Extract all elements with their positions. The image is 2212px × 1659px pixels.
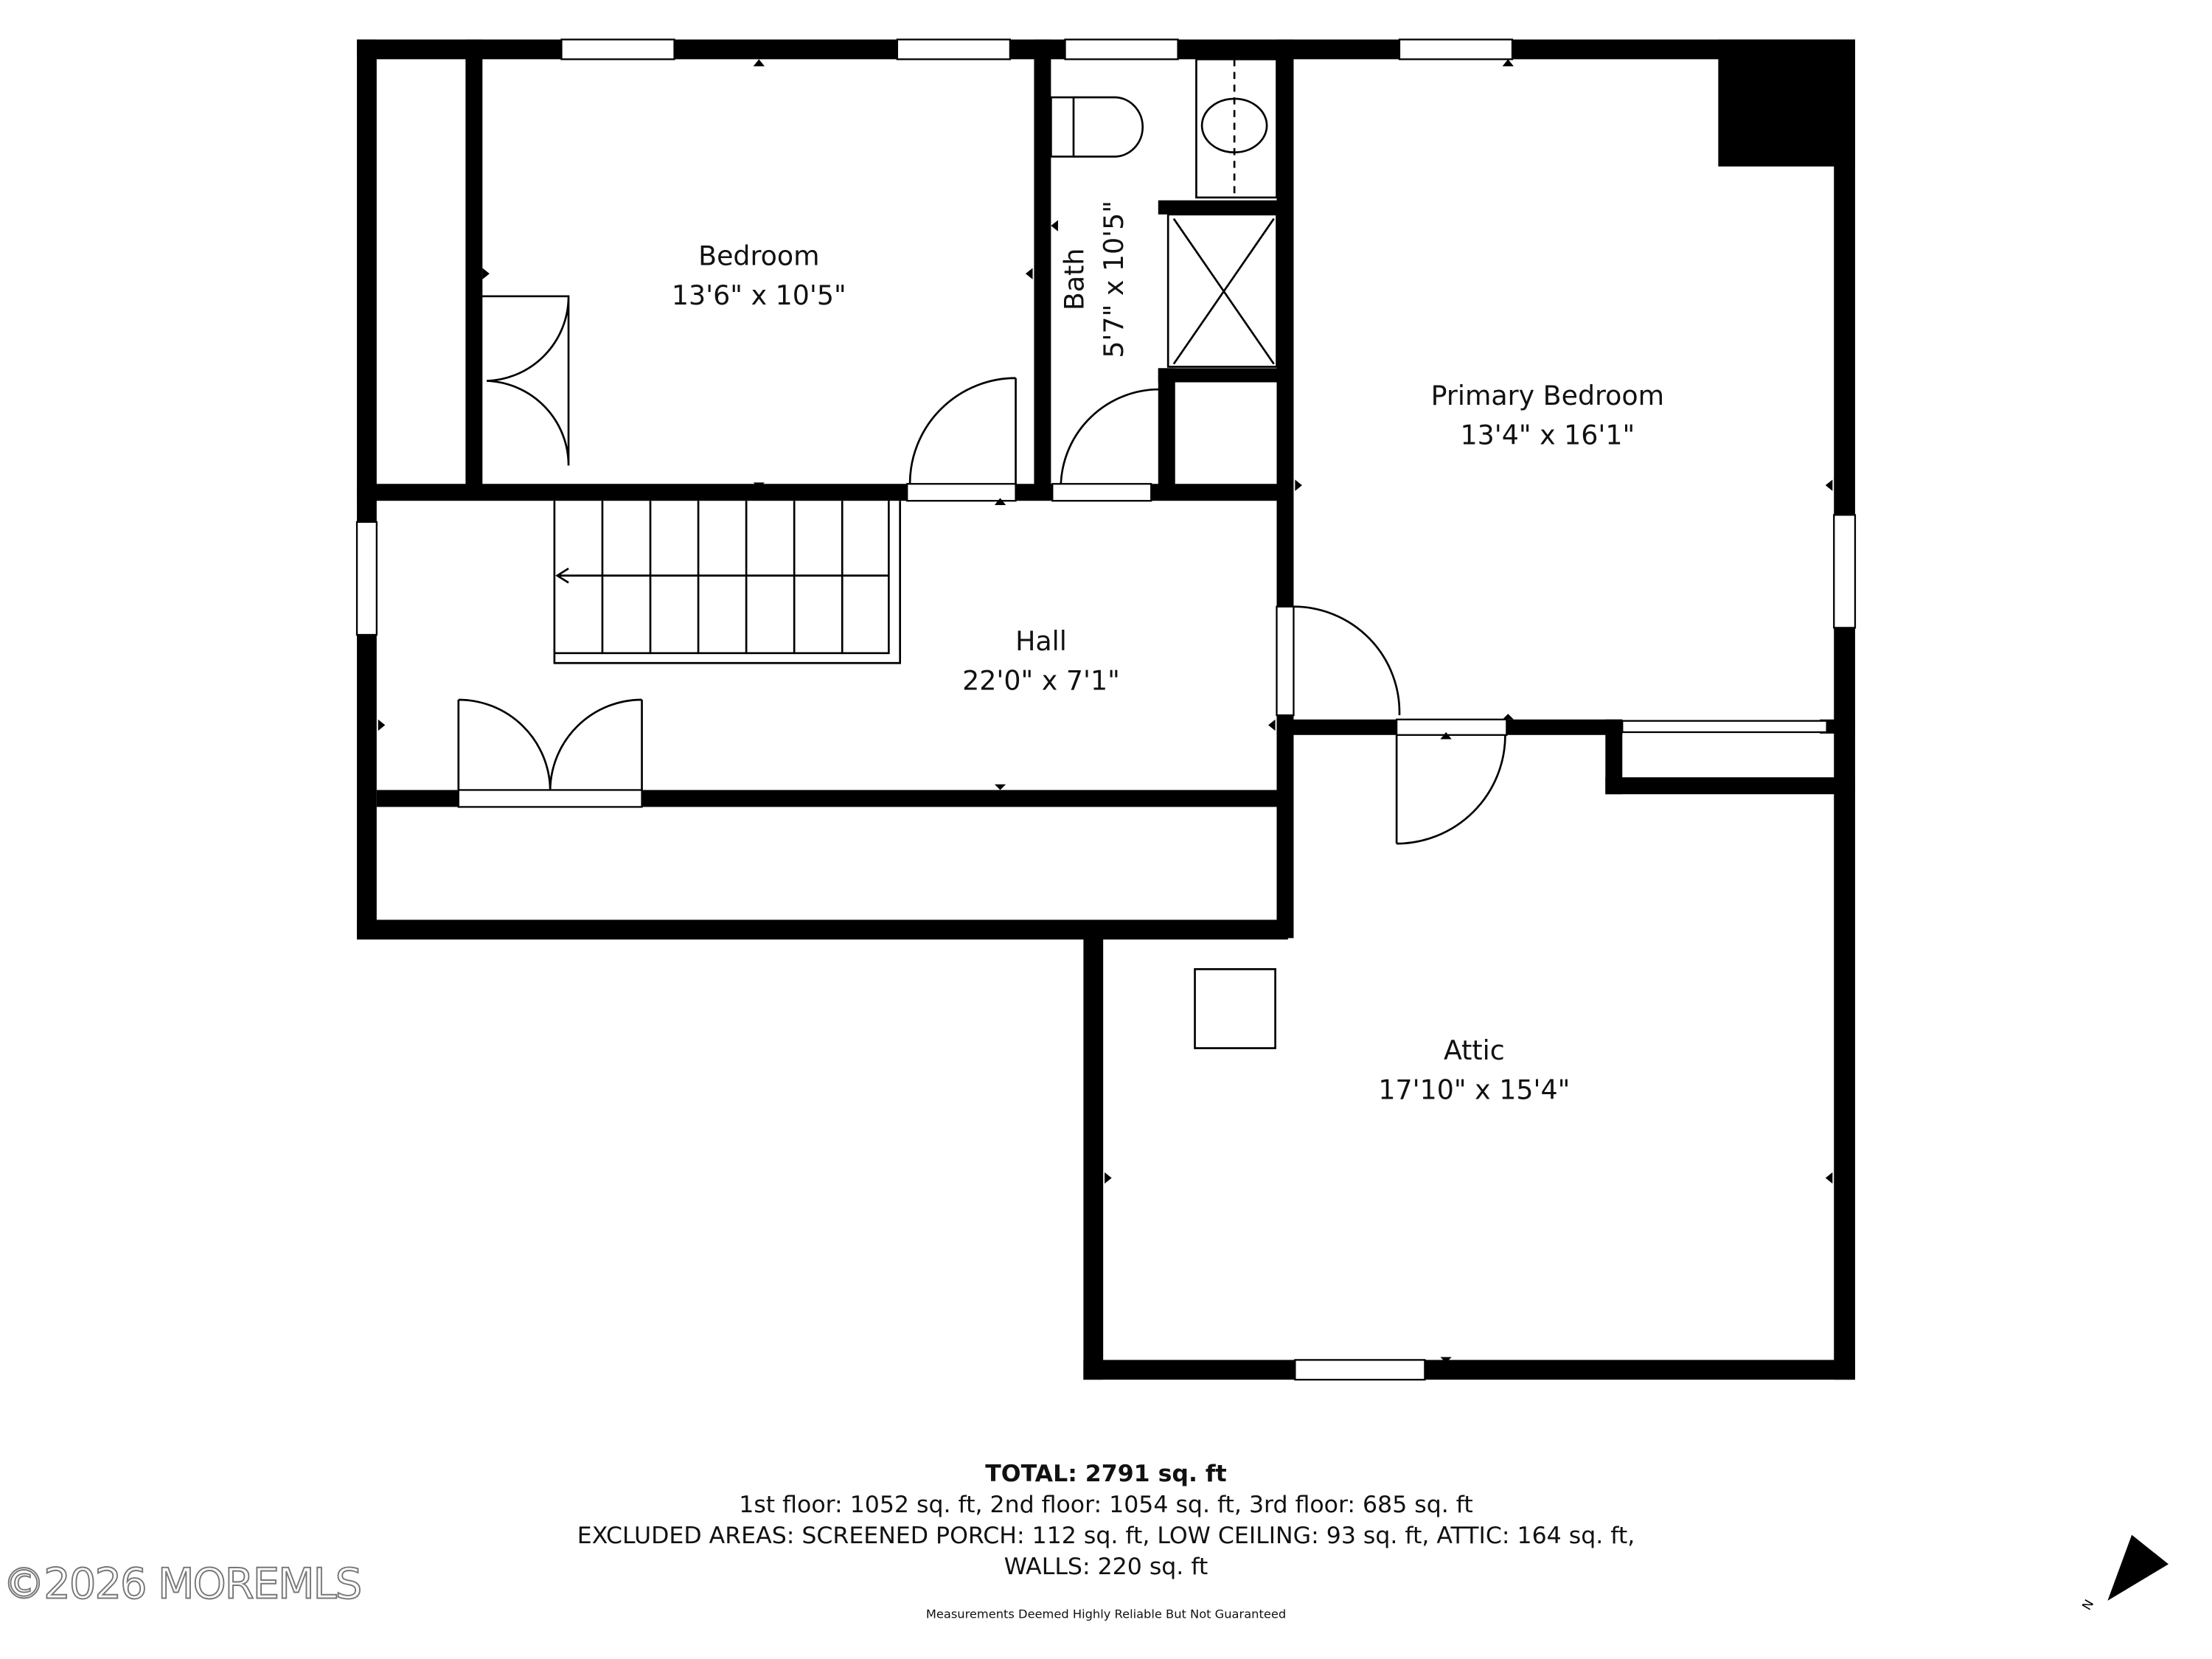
toilet-tank xyxy=(1050,96,1075,158)
floor-areas: 1st floor: 1052 sq. ft, 2nd floor: 1054 … xyxy=(739,1492,1472,1518)
disclaimer: Measurements Deemed Highly Reliable But … xyxy=(926,1607,1286,1621)
compass-label: N xyxy=(2080,1597,2098,1613)
room-name-primary-bedroom: Primary Bedroom xyxy=(1431,380,1664,411)
room-dims-bath: 5'7" x 10'5" xyxy=(1098,201,1130,358)
room-dims-hall: 22'0" x 7'1" xyxy=(962,665,1120,697)
north-arrow-icon: N xyxy=(2080,1534,2168,1613)
room-name-bedroom: Bedroom xyxy=(698,240,819,272)
footer: TOTAL: 2791 sq. ft 1st floor: 1052 sq. f… xyxy=(577,1461,1635,1621)
fixtures xyxy=(553,58,1278,1049)
shower-icon xyxy=(1172,218,1275,365)
total-area: TOTAL: 2791 sq. ft xyxy=(985,1461,1226,1487)
room-dims-primary-bedroom: 13'4" x 16'1" xyxy=(1460,420,1635,451)
windows xyxy=(355,38,1857,1381)
attic-hatch xyxy=(1194,968,1276,1049)
room-name-attic: Attic xyxy=(1444,1034,1505,1066)
room-dims-bedroom: 13'6" x 10'5" xyxy=(672,279,846,311)
watermark: ©2026 MOREMLS xyxy=(3,1559,361,1609)
room-labels: Bedroom 13'6" x 10'5" Bath 5'7" x 10'5" … xyxy=(672,201,1664,1105)
walls xyxy=(357,39,1855,1380)
excluded-areas: EXCLUDED AREAS: SCREENED PORCH: 112 sq. … xyxy=(577,1523,1635,1549)
dimension-markers xyxy=(378,59,1833,1363)
room-name-hall: Hall xyxy=(1015,625,1067,657)
room-name-bath: Bath xyxy=(1058,248,1090,311)
room-dims-attic: 17'10" x 15'4" xyxy=(1378,1074,1570,1105)
toilet-icon xyxy=(1073,96,1144,158)
doors[interactable] xyxy=(457,295,1506,845)
walls-area: WALLS: 220 sq. ft xyxy=(1004,1554,1208,1580)
